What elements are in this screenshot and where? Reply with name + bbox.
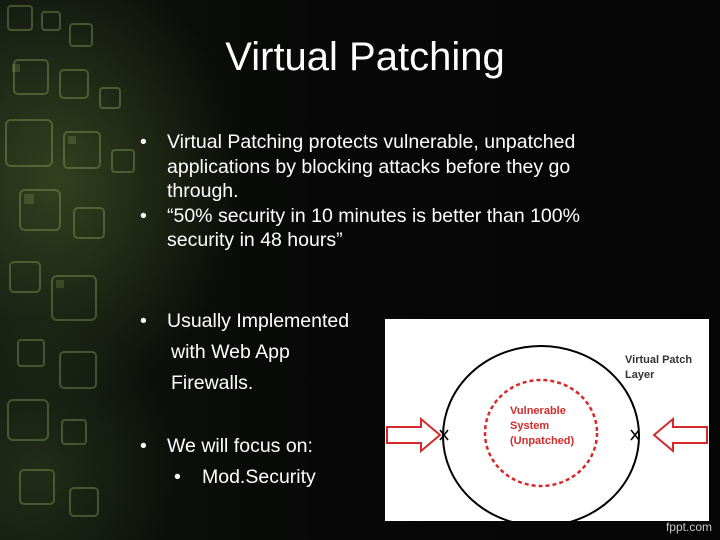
- bullet-marker: •: [140, 310, 147, 332]
- bullet-marker: •: [140, 131, 147, 153]
- virtual-patch-diagram: Virtual Patch Layer Vulnerable System (U…: [385, 319, 709, 521]
- bullet-text-line: Firewalls.: [171, 372, 254, 394]
- bullet-list: • Virtual Patching protects vulnerable, …: [140, 130, 660, 253]
- sub-bullet-marker: •: [174, 466, 181, 488]
- inner-system-circle: [483, 378, 599, 488]
- bullet-item: • “50% security in 10 minutes is better …: [140, 204, 660, 253]
- inner-label-1: Vulnerable: [510, 405, 566, 417]
- outer-patch-circle: [442, 345, 640, 521]
- bullet-item-focus: • We will focus on: • Mod.Security: [140, 431, 316, 493]
- left-attack-arrow: [386, 416, 442, 454]
- watermark: fppt.com: [665, 520, 712, 534]
- bullet-item-waf: • Usually Implemented with Web App Firewa…: [140, 306, 380, 399]
- bullet-text-line: security in 48 hours”: [167, 229, 343, 251]
- bullet-text-line: applications by blocking attacks before …: [167, 155, 571, 178]
- inner-label-3: (Unpatched): [510, 435, 575, 447]
- sub-bullet-row: • Mod.Security: [140, 462, 316, 493]
- block-x-left: [439, 429, 449, 441]
- bullet-text-line: “50% security in 10 minutes is better th…: [167, 204, 580, 227]
- sub-bullet-text: Mod.Security: [202, 466, 316, 488]
- bullet-text-line: through.: [167, 180, 239, 202]
- bullet-marker: •: [140, 204, 147, 227]
- bullet-text-line: with Web App: [171, 341, 290, 363]
- bullet-text: We will focus on:: [167, 435, 313, 457]
- bullet-marker: •: [140, 435, 147, 457]
- bullet-row: • We will focus on:: [140, 431, 316, 462]
- outer-label-1: Virtual Patch: [625, 354, 692, 366]
- diagram-canvas: Virtual Patch Layer Vulnerable System (U…: [386, 345, 708, 521]
- bullet-text: Usually Implemented: [167, 310, 350, 332]
- right-attack-arrow: [652, 416, 708, 454]
- bullet-text-line: Virtual Patching protects vulnerable, un…: [167, 131, 576, 153]
- bullet-item: • Virtual Patching protects vulnerable, …: [140, 130, 660, 204]
- decorative-squares: [5, 5, 135, 517]
- outer-label-2: Layer: [625, 369, 655, 381]
- slide-title: Virtual Patching: [225, 35, 505, 79]
- bullet-text-line: • Usually Implemented: [140, 306, 380, 337]
- inner-label-2: System: [510, 420, 549, 432]
- block-x-right: [630, 429, 640, 441]
